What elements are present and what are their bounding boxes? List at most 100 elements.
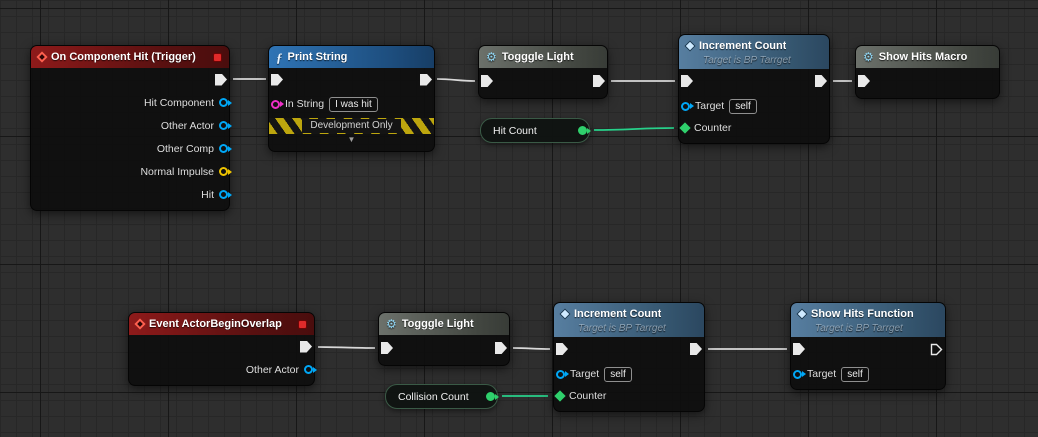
object-out-pin[interactable] [219, 144, 232, 153]
pin-row: Counter [554, 385, 704, 407]
pin-label: Other Actor [245, 363, 299, 376]
collapse-arrow-icon[interactable]: ▼ [347, 135, 356, 144]
pin-label: Counter [569, 390, 607, 402]
node-toggle-light-bottom[interactable]: ⚙ Togggle Light [378, 312, 510, 366]
target-in-pin[interactable] [556, 369, 569, 379]
wire-data-hitcount-counter[interactable] [593, 127, 675, 131]
function-call-icon [559, 308, 571, 320]
pin-label: In String [285, 98, 325, 110]
pin-row [129, 335, 314, 358]
node-toggle-light-top[interactable]: ⚙ Togggle Light [478, 45, 608, 99]
node-header[interactable]: Increment Count Target is BP Tarrget [554, 303, 704, 337]
exec-in-pin[interactable] [681, 75, 693, 87]
wire-exec-overlap-togglelight[interactable] [317, 346, 376, 349]
node-title: Increment Count [574, 308, 662, 320]
pin-row: Counter [679, 117, 829, 139]
pin-row: Target self [791, 363, 945, 385]
variable-get-hit-count[interactable]: Hit Count [480, 118, 591, 143]
node-header[interactable]: ⚙ Togggle Light [479, 46, 607, 68]
value-out-pin[interactable] [578, 126, 591, 135]
struct-out-pin[interactable] [219, 190, 232, 199]
target-in-pin[interactable] [793, 369, 806, 379]
pin-row: Target self [554, 363, 704, 385]
node-header[interactable]: ƒ Print String [269, 46, 434, 68]
exec-in-pin[interactable] [481, 75, 493, 87]
object-out-pin[interactable] [304, 365, 317, 374]
in-string-field[interactable]: I was hit [329, 96, 378, 112]
banner-label: Development Only [302, 119, 401, 133]
pin-row [269, 68, 434, 91]
exec-in-pin[interactable] [271, 73, 283, 86]
node-title: Togggle Light [501, 51, 574, 63]
exec-out-pin[interactable] [215, 73, 227, 86]
counter-ref-in-pin[interactable] [554, 390, 566, 402]
pin-label: Counter [694, 122, 732, 134]
exec-out-pin[interactable] [300, 340, 312, 353]
node-increment-count-top[interactable]: Increment Count Target is BP Tarrget Tar… [678, 34, 830, 144]
object-out-pin[interactable] [219, 121, 232, 130]
node-header[interactable]: Increment Count Target is BP Tarrget [679, 35, 829, 69]
node-header[interactable]: ⚙ Show Hits Macro [856, 46, 999, 68]
pin-label: Other Comp [156, 142, 214, 155]
object-out-pin[interactable] [219, 98, 232, 107]
counter-ref-in-pin[interactable] [679, 122, 691, 134]
pin-row [379, 335, 509, 361]
pin-row [479, 68, 607, 94]
variable-label: Collision Count [398, 390, 469, 403]
exec-in-pin[interactable] [556, 343, 568, 355]
node-subtitle: Target is BP Tarrget [703, 55, 791, 66]
pin-label: Target [807, 368, 837, 380]
pin-row [31, 68, 229, 91]
exec-out-pin[interactable] [815, 75, 827, 87]
exec-out-pin[interactable] [930, 343, 943, 356]
target-self-field[interactable]: self [604, 366, 632, 382]
exec-in-pin[interactable] [381, 342, 393, 354]
pin-row: Hit [31, 183, 232, 206]
node-header[interactable]: Show Hits Function Target is BP Tarrget [791, 303, 945, 337]
node-title: Togggle Light [401, 318, 474, 330]
node-header[interactable]: ⚙ Togggle Light [379, 313, 509, 335]
node-show-hits-macro[interactable]: ⚙ Show Hits Macro [855, 45, 1000, 99]
pin-row: Other Actor [129, 358, 317, 381]
node-header[interactable]: On Component Hit (Trigger) [31, 46, 229, 68]
pin-row: Normal Impulse [31, 160, 232, 183]
function-call-icon [796, 308, 808, 320]
exec-out-pin[interactable] [593, 75, 605, 87]
wire-exec-togglelight-increment2[interactable] [512, 347, 551, 350]
pin-row: Other Actor [31, 114, 232, 137]
target-in-pin[interactable] [681, 101, 694, 111]
gear-icon: ⚙ [863, 50, 874, 64]
target-self-field[interactable]: self [841, 366, 869, 382]
exec-out-pin[interactable] [690, 343, 702, 355]
value-out-pin[interactable] [486, 392, 499, 401]
node-on-component-hit-trigger[interactable]: On Component Hit (Trigger) Hit Component… [30, 45, 232, 211]
exec-out-pin[interactable] [495, 342, 507, 354]
string-in-pin[interactable] [271, 99, 284, 109]
gear-icon: ⚙ [486, 50, 497, 64]
node-title: Event ActorBeginOverlap [149, 318, 282, 330]
node-increment-count-bottom[interactable]: Increment Count Target is BP Tarrget Tar… [553, 302, 705, 412]
pin-row [554, 337, 704, 361]
event-icon [36, 51, 48, 63]
exec-in-pin[interactable] [793, 343, 805, 355]
pin-label: Target [695, 100, 725, 112]
node-print-string[interactable]: ƒ Print String In String I was hit Devel… [268, 45, 435, 152]
exec-out-pin[interactable] [420, 73, 432, 86]
wire-exec-printstring-togglelight[interactable] [436, 78, 476, 82]
node-show-hits-function[interactable]: Show Hits Function Target is BP Tarrget … [790, 302, 946, 390]
event-icon [134, 318, 146, 330]
function-icon: ƒ [276, 49, 283, 65]
node-header[interactable]: Event ActorBeginOverlap [129, 313, 314, 335]
exec-in-pin[interactable] [858, 75, 870, 87]
node-event-actor-begin-overlap[interactable]: Event ActorBeginOverlap Other Actor [128, 312, 317, 386]
target-self-field[interactable]: self [729, 98, 757, 114]
node-subtitle: Target is BP Tarrget [815, 323, 903, 334]
vector-out-pin[interactable] [219, 167, 232, 176]
pin-row: In String I was hit [269, 91, 434, 117]
function-call-icon [684, 40, 696, 52]
pin-label: Hit Component [143, 96, 214, 109]
pin-row [856, 68, 999, 94]
pin-label: Normal Impulse [140, 165, 214, 178]
variable-get-collision-count[interactable]: Collision Count [385, 384, 499, 409]
